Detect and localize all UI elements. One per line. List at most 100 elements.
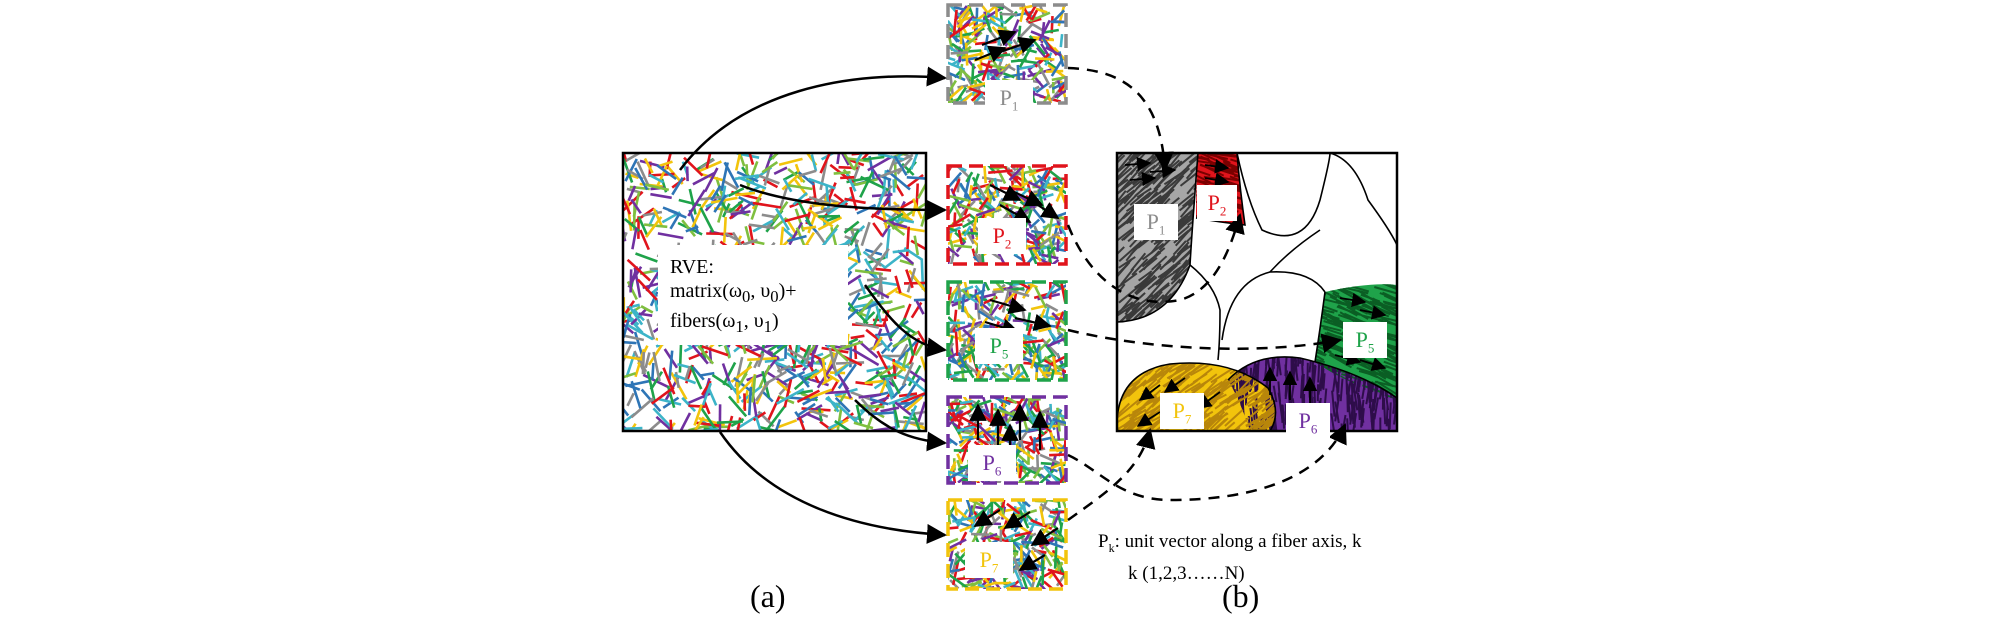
fiber	[623, 334, 645, 342]
fiber	[697, 345, 715, 365]
hatch-stroke	[1224, 397, 1243, 411]
fiber	[1017, 58, 1037, 65]
fiber	[809, 366, 825, 380]
fiber	[627, 185, 637, 202]
fiber	[1050, 258, 1060, 264]
fiber	[995, 64, 1011, 80]
panel-label-p1: P1	[985, 80, 1033, 116]
fiber	[837, 363, 857, 390]
fiber	[774, 207, 791, 231]
fiber	[1035, 57, 1055, 61]
hatch-stroke	[1322, 325, 1342, 332]
fiber	[858, 393, 882, 399]
fiber	[902, 303, 912, 320]
fiber	[646, 371, 656, 401]
fiber	[961, 323, 981, 338]
hatch-stroke	[1374, 286, 1397, 295]
fiber	[977, 68, 1000, 74]
hatch-stroke	[1117, 212, 1129, 228]
fiber	[972, 426, 992, 439]
hatch-stroke	[1190, 377, 1213, 392]
fiber	[744, 225, 751, 242]
fiber	[1001, 282, 1014, 287]
fiber	[685, 225, 699, 233]
fiber	[853, 421, 874, 430]
fiber	[1039, 473, 1053, 483]
fiber	[952, 9, 958, 35]
fiber	[1003, 72, 1026, 79]
fiber	[1059, 225, 1066, 239]
fiber	[891, 361, 907, 372]
fiber	[1006, 171, 1023, 187]
fiber	[1041, 550, 1053, 567]
hatch-stroke	[1120, 268, 1135, 286]
fiber	[1044, 46, 1062, 57]
hatch-stroke	[1117, 363, 1142, 376]
fiber	[1036, 62, 1051, 86]
fiber	[948, 79, 958, 96]
fiber	[626, 200, 633, 232]
fiber	[962, 214, 984, 229]
fiber	[857, 298, 874, 316]
hatch-stroke	[1124, 297, 1139, 316]
fiber	[658, 397, 682, 406]
hatch-stroke	[1171, 306, 1191, 322]
fiber	[766, 396, 781, 423]
hatch-stroke	[1383, 294, 1397, 305]
fiber	[827, 419, 844, 430]
fiber	[1054, 225, 1066, 230]
fiber	[656, 164, 677, 181]
fiber	[953, 212, 957, 224]
fiber	[728, 199, 744, 213]
caption-b: (b)	[1222, 578, 1260, 614]
hatch-stroke	[1360, 362, 1387, 380]
rve-fibers-line: fibers(ω1, υ1)	[670, 310, 779, 336]
fiber	[952, 516, 976, 523]
hatch-stroke	[1311, 356, 1315, 372]
fiber	[872, 336, 883, 351]
fiber	[807, 214, 817, 234]
fiber	[963, 282, 970, 298]
fiber	[810, 154, 818, 172]
fiber	[1026, 282, 1039, 289]
fiber	[843, 220, 860, 234]
fiber	[650, 386, 675, 405]
hatch-stroke	[1324, 313, 1348, 329]
fiber	[630, 397, 655, 419]
hatch-stroke	[1192, 237, 1198, 258]
fiber	[875, 267, 892, 272]
fiber	[635, 252, 658, 263]
hatch-stroke	[1187, 272, 1198, 288]
fiber	[1050, 58, 1064, 77]
fiber	[826, 395, 840, 413]
fiber	[787, 347, 807, 361]
hatch-stroke	[1125, 194, 1151, 213]
region-label-p1: P1	[1134, 204, 1178, 240]
fiber	[875, 305, 883, 323]
hatch-stroke	[1177, 153, 1198, 167]
fiber	[1049, 431, 1060, 453]
fiber	[956, 413, 978, 428]
fiber	[705, 153, 712, 169]
fiber	[1023, 419, 1029, 432]
hatch-stroke	[1386, 284, 1397, 295]
fiber	[910, 239, 926, 251]
fiber	[851, 348, 880, 367]
fiber	[1028, 401, 1039, 413]
fiber	[908, 337, 921, 365]
hatch-stroke	[1131, 258, 1149, 276]
fiber	[952, 309, 958, 333]
fiber	[697, 160, 722, 173]
fiber	[630, 198, 642, 215]
fiber	[971, 215, 978, 235]
fiber	[874, 280, 899, 287]
fiber	[1015, 444, 1035, 461]
fiber	[951, 42, 964, 52]
fiber	[956, 508, 969, 527]
fiber	[1040, 500, 1049, 513]
legend-line-2: k (1,2,3……N)	[1128, 562, 1245, 584]
hatch-stroke	[1247, 396, 1267, 408]
fiber	[1018, 361, 1030, 379]
hatch-stroke	[1373, 397, 1380, 420]
fiber	[1013, 569, 1024, 588]
